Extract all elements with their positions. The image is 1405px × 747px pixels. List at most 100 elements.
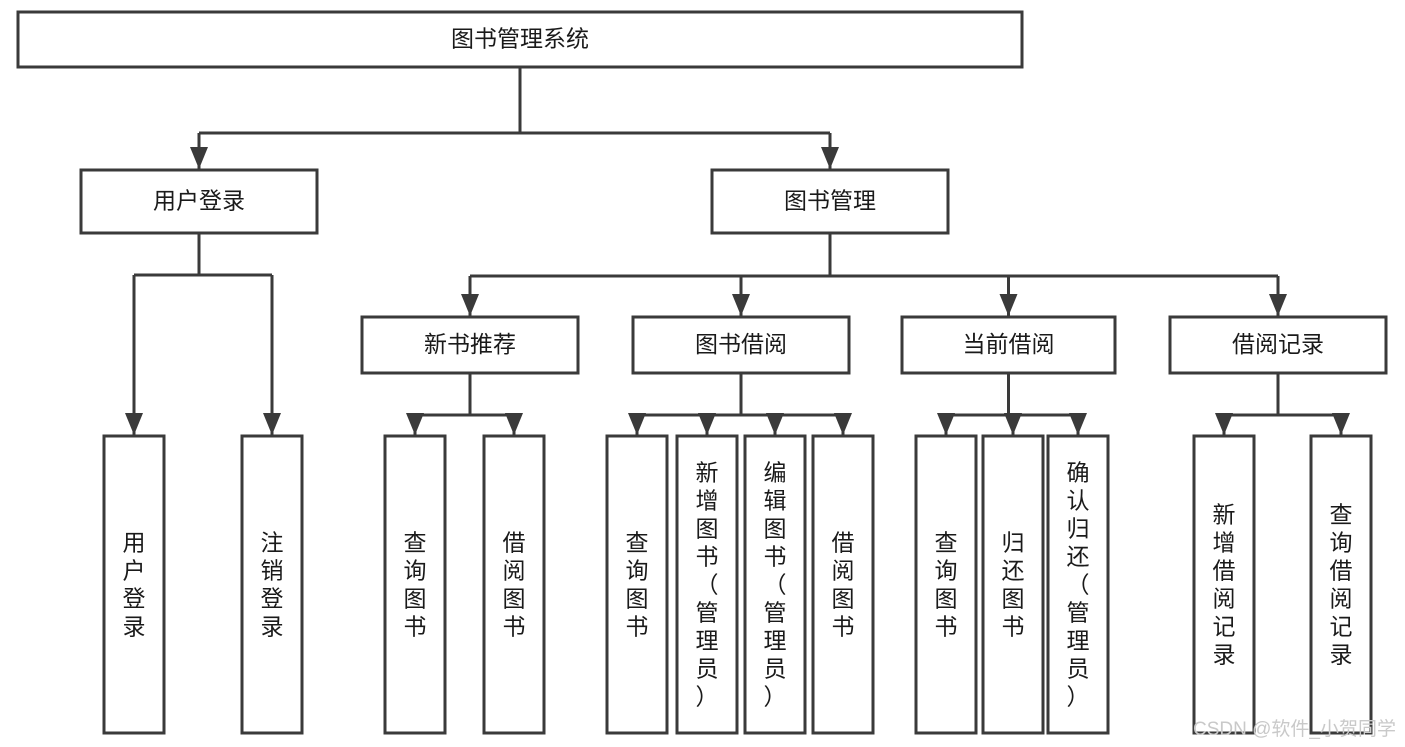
watermark-label: CSDN @软件_小贺同学 <box>1193 718 1396 740</box>
arrow-head-icon <box>999 294 1018 316</box>
node-label-char: 询 <box>626 558 649 584</box>
node-box <box>811 434 875 735</box>
node-current-borrow[interactable]: 当前借阅 <box>900 315 1117 375</box>
node-box <box>605 434 669 735</box>
arrow-head-icon <box>1332 413 1350 435</box>
node-label-char: 书 <box>503 614 526 640</box>
node-label-char: 图 <box>1002 586 1025 612</box>
node-box <box>743 434 807 735</box>
arrow-head-icon <box>461 294 479 316</box>
node-box <box>16 10 1024 69</box>
node-label-char: （ <box>696 572 719 598</box>
node-label-char: 书 <box>935 614 958 640</box>
node-label-char: 询 <box>404 558 427 584</box>
node-label-char: 录 <box>123 614 146 640</box>
node-label: 图书管理 <box>784 188 876 214</box>
node-label: 借阅记录 <box>1232 331 1324 357</box>
node-label-char: 阅 <box>503 558 526 584</box>
arrow-head-icon <box>406 413 424 435</box>
arrow-head-icon <box>125 413 143 435</box>
node-label-char: 理 <box>696 628 719 654</box>
node-label-char: 理 <box>764 628 787 654</box>
node-box <box>710 168 950 235</box>
node-label-char: 登 <box>261 586 284 612</box>
node-label-char: 图 <box>404 586 427 612</box>
node-label-char: 图 <box>696 516 719 542</box>
node-label-char: 图 <box>832 586 855 612</box>
arrow-head-icon <box>834 413 852 435</box>
node-label-char: 员 <box>1067 656 1090 682</box>
node-label-char: 录 <box>1330 642 1353 668</box>
node-label-char: 图 <box>503 586 526 612</box>
node-label: 图书借阅 <box>695 331 787 357</box>
node-book-borrow[interactable]: 图书借阅 <box>631 315 851 375</box>
arrow-head-icon <box>766 413 784 435</box>
node-label-char: 还 <box>1002 558 1025 584</box>
node-label-char: 理 <box>1067 628 1090 654</box>
node-box <box>1309 434 1373 735</box>
node-box <box>240 434 304 735</box>
node-label-char: 图 <box>626 586 649 612</box>
node-box <box>631 315 851 375</box>
node-box <box>1046 434 1110 735</box>
node-label-char: 阅 <box>832 558 855 584</box>
arrow-head-icon <box>263 413 281 435</box>
arrow-head-icon <box>505 413 523 435</box>
node-label-char: 阅 <box>1213 586 1236 612</box>
node-new-book-recommend[interactable]: 新书推荐 <box>360 315 580 375</box>
node-label-char: 图 <box>764 516 787 542</box>
node-box <box>482 434 546 735</box>
node-box <box>360 315 580 375</box>
node-label-char: 图 <box>935 586 958 612</box>
node-label-char: 认 <box>1067 488 1090 514</box>
arrow-head-icon <box>628 413 646 435</box>
node-user-login[interactable]: 用户登录 <box>79 168 319 235</box>
node-box <box>900 315 1117 375</box>
node-root[interactable]: 图书管理系统 <box>16 10 1024 69</box>
node-box <box>79 168 319 235</box>
node-box <box>102 434 166 735</box>
node-label-char: 管 <box>764 600 787 626</box>
node-label-char: 借 <box>1213 558 1236 584</box>
node-leaf-user-login[interactable]: 用户登录 <box>102 434 166 735</box>
arrow-head-icon <box>732 294 750 316</box>
node-label: 当前借阅 <box>963 331 1055 357</box>
arrow-head-icon <box>1004 413 1022 435</box>
arrow-head-icon <box>937 413 955 435</box>
node-label-char: 借 <box>832 530 855 556</box>
node-label-char: 书 <box>696 544 719 570</box>
node-label-char: 书 <box>764 544 787 570</box>
node-label-char: 询 <box>935 558 958 584</box>
node-box <box>981 434 1045 735</box>
node-label-char: （ <box>764 572 787 598</box>
node-label-char: 记 <box>1213 614 1236 640</box>
node-label-char: 登 <box>123 586 146 612</box>
arrow-head-icon <box>821 147 839 169</box>
node-label: 新书推荐 <box>424 331 516 357</box>
node-book-management[interactable]: 图书管理 <box>710 168 950 235</box>
node-label-char: ） <box>696 684 719 710</box>
node-borrow-record[interactable]: 借阅记录 <box>1168 315 1388 375</box>
node-label-char: 销 <box>261 558 284 584</box>
node-label-char: 书 <box>1002 614 1025 640</box>
node-label-char: 户 <box>123 558 146 584</box>
node-box <box>1168 315 1388 375</box>
node-boxes: 图书管理系统用户登录图书管理新书推荐图书借阅当前借阅借阅记录用户登录注销登录查询… <box>16 10 1388 735</box>
arrow-head-icon <box>1269 294 1287 316</box>
node-label-char: 记 <box>1330 614 1353 640</box>
node-box <box>383 434 447 735</box>
